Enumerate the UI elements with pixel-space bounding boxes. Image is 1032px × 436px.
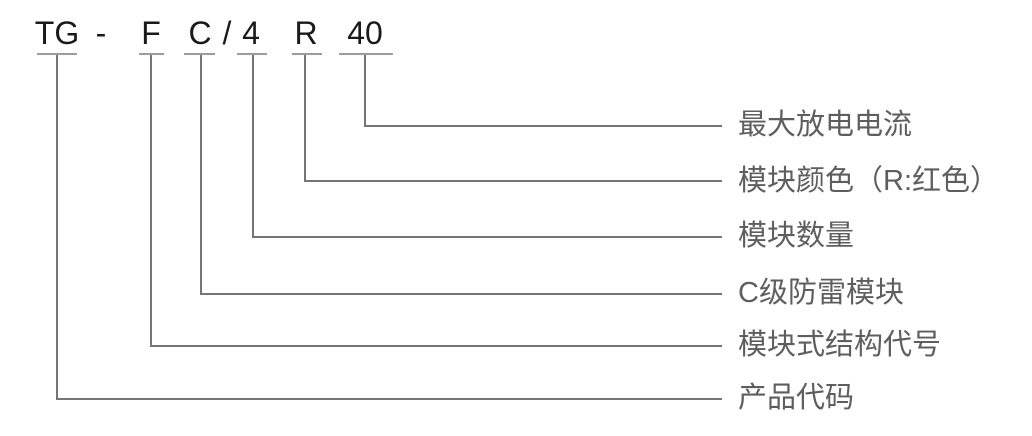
label-module-color: 模块颜色（R:红色） bbox=[738, 165, 1000, 197]
code-underline-tg bbox=[37, 53, 77, 55]
connector-line-r bbox=[304, 55, 722, 182]
code-underline-c bbox=[184, 53, 215, 55]
label-modular-structure-code: 模块式结构代号 bbox=[738, 329, 942, 361]
code-underline-r bbox=[292, 53, 322, 55]
connector-line-tg bbox=[56, 55, 722, 400]
connector-line-f bbox=[150, 55, 722, 347]
code-segment-f: F bbox=[141, 15, 161, 51]
code-separator-slash: / bbox=[222, 15, 232, 51]
code-segment-40: 40 bbox=[347, 15, 383, 51]
code-underline-40 bbox=[339, 53, 393, 55]
label-max-discharge-current: 最大放电电流 bbox=[738, 109, 913, 141]
label-class-c-module: C级防雷模块 bbox=[738, 277, 904, 309]
code-underline-4 bbox=[237, 53, 267, 55]
code-underline-f bbox=[139, 53, 164, 55]
code-segment-c: C bbox=[188, 15, 212, 51]
label-product-code: 产品代码 bbox=[738, 382, 855, 414]
code-separator-dash: - bbox=[95, 15, 107, 51]
code-segment-r: R bbox=[294, 15, 318, 51]
connector-line-4 bbox=[252, 55, 722, 238]
connector-line-c bbox=[200, 55, 722, 295]
code-segment-4: 4 bbox=[242, 15, 260, 51]
code-segment-tg: TG bbox=[34, 15, 80, 51]
label-module-quantity: 模块数量 bbox=[738, 220, 855, 252]
connector-line-40 bbox=[364, 55, 722, 127]
